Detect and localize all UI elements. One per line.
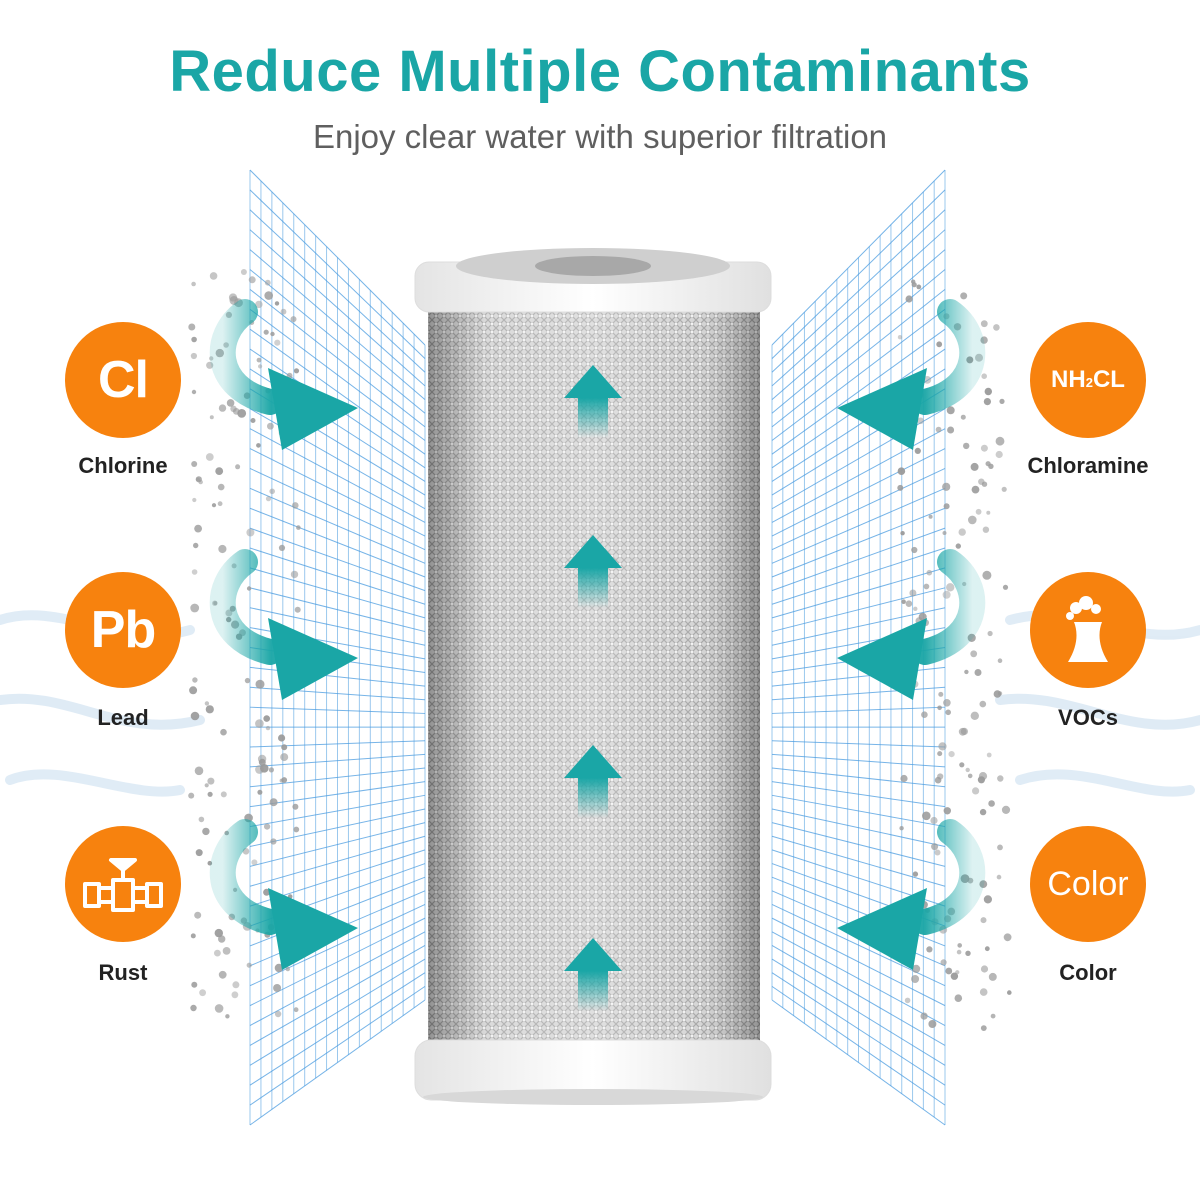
flow-arrow-up-4 <box>564 938 622 1011</box>
chlorine-label: Chlorine <box>78 453 168 478</box>
chloramine-badge: NH2CL <box>1030 322 1146 438</box>
lead-symbol: Pb <box>90 601 156 659</box>
rust-badge <box>65 826 181 942</box>
curved-arrow-right-1 <box>837 299 986 450</box>
curved-arrow-left-2 <box>209 549 358 700</box>
chlorine-badge: Cl <box>65 322 181 438</box>
filter-mesh-left <box>249 169 426 1126</box>
color-badge: Color <box>1030 826 1146 942</box>
color-symbol: Color <box>1047 864 1129 903</box>
curved-arrow-left-1 <box>209 299 358 450</box>
rust-label: Rust <box>98 960 148 985</box>
page-title: Reduce Multiple Contaminants <box>169 39 1031 104</box>
lead-badge: Pb <box>65 572 181 688</box>
chlorine-symbol: Cl <box>98 351 149 409</box>
pipe-valve-icon <box>83 858 163 912</box>
chloramine-symbol: NH2CL <box>1051 366 1125 394</box>
flow-arrow-up-2 <box>564 535 622 608</box>
page-subtitle: Enjoy clear water with superior filtrati… <box>312 118 888 155</box>
color-label: Color <box>1059 960 1117 985</box>
vocs-badge <box>1030 572 1146 688</box>
factory-smoke-icon <box>1066 596 1108 662</box>
chloramine-symbol-tail: CL <box>1092 366 1125 393</box>
curved-arrow-right-3 <box>837 819 986 970</box>
flow-arrow-up-3 <box>564 745 622 818</box>
flow-arrow-up-1 <box>564 365 622 438</box>
lead-label: Lead <box>97 705 149 730</box>
curved-arrow-right-2 <box>837 549 986 700</box>
chloramine-symbol-main: NH <box>1051 366 1086 393</box>
vocs-label: VOCs <box>1058 705 1118 730</box>
chloramine-symbol-sub: 2 <box>1085 375 1093 390</box>
curved-arrow-left-3 <box>209 819 358 970</box>
chloramine-label: Chloramine <box>1027 453 1149 478</box>
